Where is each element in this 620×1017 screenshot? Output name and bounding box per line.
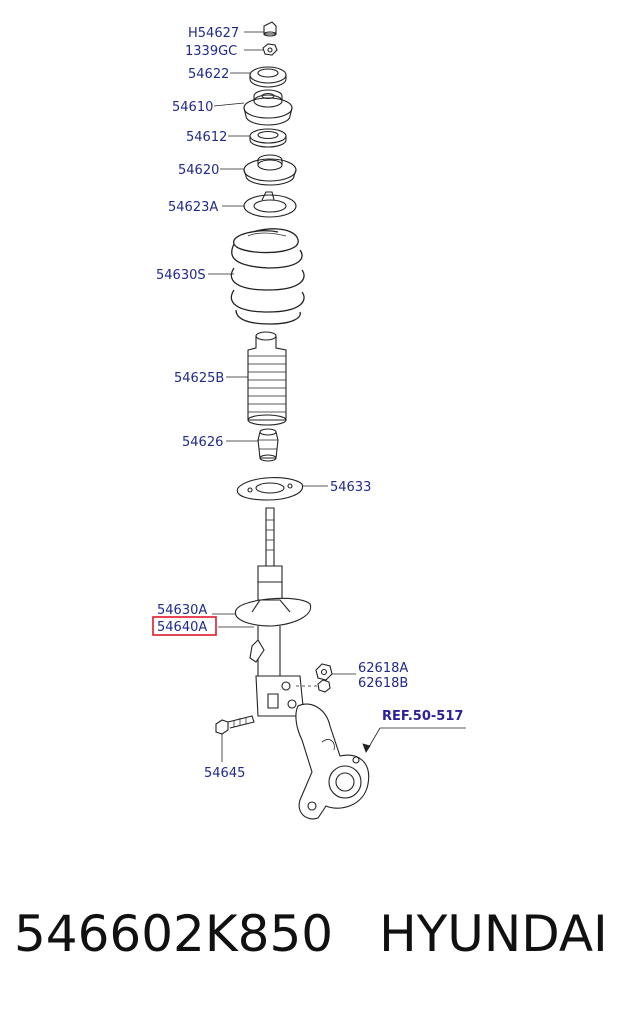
part-54626-bump-stopper <box>257 428 279 462</box>
label-54622: 54622 <box>188 67 229 82</box>
label-54630s: 54630S <box>156 268 206 283</box>
label-62618a: 62618A <box>358 661 408 676</box>
label-54633: 54633 <box>330 480 371 495</box>
part-54623a-spring-pad <box>243 191 297 218</box>
part-54633-seat-plate <box>236 477 303 501</box>
part-number: 546602K850 <box>14 905 334 963</box>
part-54640a-strut-assembly <box>234 507 312 717</box>
label-54626: 54626 <box>182 435 223 450</box>
label-54610: 54610 <box>172 100 213 115</box>
label-54640a: 54640A <box>157 620 207 635</box>
part-54625b-dust-boot <box>247 331 287 426</box>
leader-lines <box>208 31 466 762</box>
caption: 546602K850 HYUNDAI <box>14 905 608 963</box>
label-54620: 54620 <box>178 163 219 178</box>
part-h54627-cap-nut <box>263 21 277 37</box>
label-h54627: H54627 <box>188 26 239 41</box>
part-54620-spring-seat <box>243 154 297 186</box>
exploded-strut-diagram: H54627 1339GC 54622 54610 54612 54620 54… <box>152 21 466 820</box>
part-54630s-coil-spring <box>230 228 305 325</box>
reference-label: REF.50-517 <box>382 709 463 724</box>
label-54645: 54645 <box>204 766 245 781</box>
label-1339gc: 1339GC <box>185 44 237 59</box>
part-62618-nuts <box>315 663 333 693</box>
label-54625b: 54625B <box>174 371 224 386</box>
part-54612-bearing <box>249 128 287 148</box>
part-54645-bolt <box>215 715 255 735</box>
label-54623a: 54623A <box>168 200 218 215</box>
label-54630a: 54630A <box>157 603 207 618</box>
brand-name: HYUNDAI <box>379 905 608 963</box>
highlight-box <box>152 616 217 636</box>
label-54612: 54612 <box>186 130 227 145</box>
part-steering-knuckle <box>295 703 370 820</box>
part-1339gc-nut <box>262 43 278 56</box>
part-54622-washer <box>249 66 287 88</box>
part-54610-strut-mount <box>243 89 293 126</box>
label-62618b: 62618B <box>358 676 408 691</box>
